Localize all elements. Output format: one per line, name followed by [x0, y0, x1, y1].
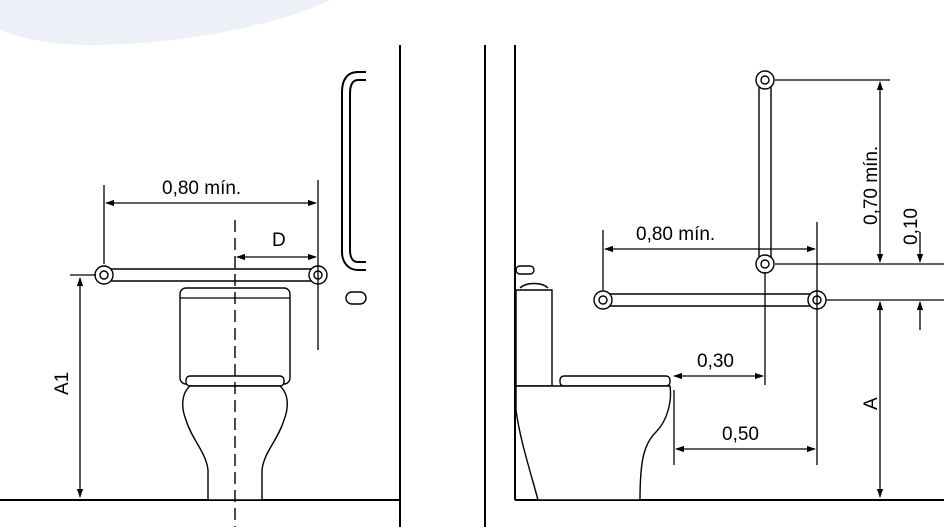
front-height-label: A1 — [52, 372, 73, 395]
side-seat — [559, 375, 671, 387]
front-horizontal-grab-bar — [103, 268, 319, 282]
side-view: 0,80 mín. 0,30 0,50 0,70 mín. 0,10 A — [484, 45, 944, 527]
side-front-offset-label: 0,50 — [722, 424, 759, 445]
front-offset-label: D — [272, 230, 286, 251]
front-width-label: 0,80 mín. — [162, 178, 241, 199]
front-bar-bracket — [345, 291, 367, 305]
side-gap-label: 0,10 — [901, 208, 922, 245]
side-height-label: A — [861, 397, 882, 410]
side-cistern — [515, 289, 553, 387]
side-flush-button — [515, 265, 535, 275]
front-view: 0,80 mín. D A1 — [0, 45, 401, 527]
background-watermark — [0, 0, 330, 45]
side-vertical-grab-bar — [758, 79, 772, 265]
side-horizontal-grab-bar — [602, 293, 818, 307]
side-seat-offset-label: 0,30 — [697, 351, 734, 372]
side-bowl — [515, 385, 672, 501]
side-vertical-bar-label: 0,70 mín. — [861, 146, 882, 225]
side-width-label: 0,80 mín. — [636, 224, 715, 245]
front-wall-grab-bar — [341, 71, 366, 271]
